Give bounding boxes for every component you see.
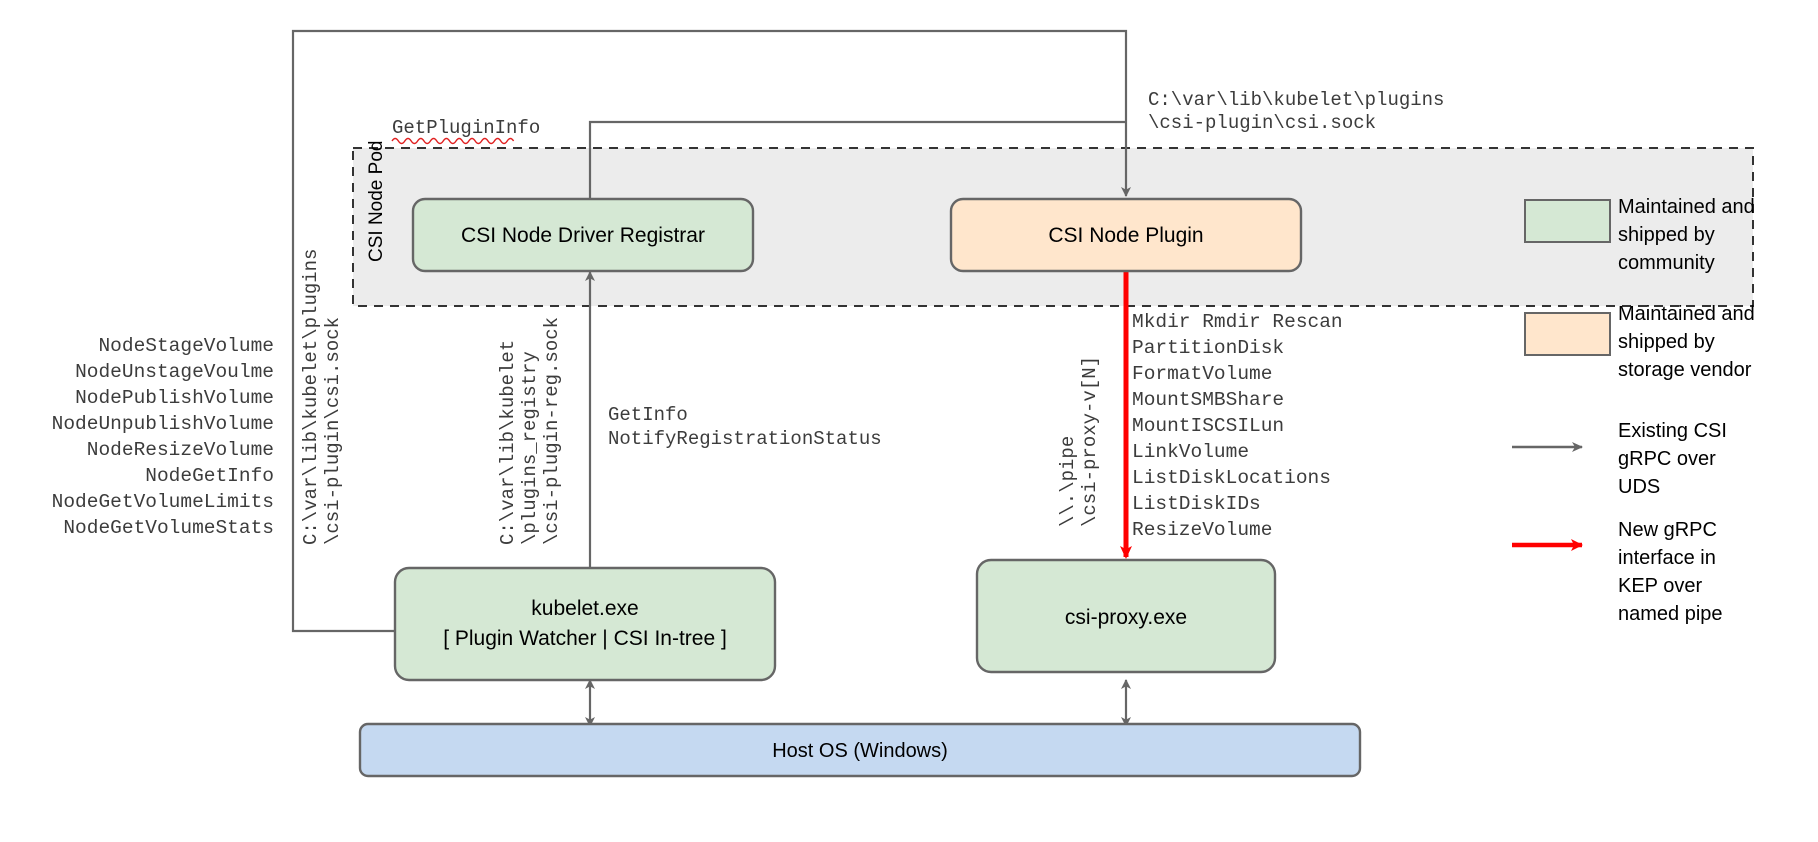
proxy-api-call: FormatVolume [1132, 363, 1272, 385]
proxy-api-call: LinkVolume [1132, 441, 1249, 463]
csi-node-plugin-label: CSI Node Plugin [1048, 224, 1203, 247]
legend-label: UDS [1618, 476, 1660, 498]
csi-node-pod-label: CSI Node Pod [366, 141, 387, 262]
legend-label: KEP over [1618, 575, 1702, 597]
label-plugin-socket-path-line2: \csi-plugin\csi.sock [1148, 112, 1376, 134]
box-csi-proxy-exe [975, 558, 1277, 674]
label-getinfo: GetInfo [608, 404, 688, 426]
label-csi-sock-path-line1: C:\var\lib\kubelet\plugins [300, 249, 322, 545]
label-reg-sock-path-line1: C:\var\lib\kubelet [497, 340, 519, 545]
label-reg-sock-path-line3: \csi-plugin-reg.sock [541, 317, 563, 545]
label-named-pipe-line2: \csi-proxy-v[N] [1079, 356, 1101, 527]
label-csi-sock-path-line2: \csi-plugin\csi.sock [322, 317, 344, 545]
node-api-call: NodePublishVolume [75, 387, 274, 409]
edge-getplugininfo-to-registrar [588, 120, 1126, 205]
spellcheck-squiggle-icon [391, 137, 515, 145]
legend-label: storage vendor [1618, 359, 1752, 381]
legend-swatch-community [1524, 199, 1611, 243]
kubelet-exe-sublabel: [ Plugin Watcher | CSI In-tree ] [443, 627, 727, 650]
csi-proxy-exe-label: csi-proxy.exe [1065, 606, 1187, 629]
legend-label: Maintained and [1618, 303, 1755, 325]
proxy-api-call: MountISCSILun [1132, 415, 1284, 437]
legend-label: named pipe [1618, 603, 1723, 625]
box-csi-node-driver-registrar [411, 197, 755, 273]
proxy-api-call: MountSMBShare [1132, 389, 1284, 411]
proxy-api-call: Mkdir Rmdir Rescan [1132, 311, 1343, 333]
legend-label: community [1618, 252, 1715, 274]
proxy-api-call: ResizeVolume [1132, 519, 1272, 541]
node-api-call: NodeGetVolumeStats [63, 517, 274, 539]
box-kubelet-exe [393, 566, 777, 682]
proxy-api-call: ListDiskLocations [1132, 467, 1331, 489]
box-csi-node-plugin [949, 197, 1303, 273]
legend-label: Maintained and [1618, 196, 1755, 218]
kubelet-exe-label: kubelet.exe [531, 597, 638, 620]
label-plugin-socket-path-line1: C:\var\lib\kubelet\plugins [1148, 89, 1444, 111]
node-api-call: NodeUnstageVoulme [75, 361, 274, 383]
node-api-call: NodeUnpublishVolume [52, 413, 274, 435]
legend-label: shipped by [1618, 224, 1715, 246]
box-host-os [358, 722, 1362, 778]
proxy-api-call-list: Mkdir Rmdir Rescan PartitionDisk FormatV… [1132, 311, 1343, 541]
edge-kubelet-to-node-plugin [291, 29, 1131, 633]
legend: Maintained and shipped by community Main… [1512, 196, 1755, 625]
node-api-call: NodeStageVolume [98, 335, 274, 357]
csi-node-driver-registrar-label: CSI Node Driver Registrar [461, 224, 705, 247]
proxy-api-call: ListDiskIDs [1132, 493, 1261, 515]
label-named-pipe-line1: \\.\pipe [1057, 436, 1079, 527]
proxy-api-call: PartitionDisk [1132, 337, 1284, 359]
label-notifyregistrationstatus: NotifyRegistrationStatus [608, 428, 882, 450]
legend-label: interface in [1618, 547, 1716, 569]
legend-label: gRPC over [1618, 448, 1716, 470]
node-api-call: NodeGetVolumeLimits [52, 491, 274, 513]
node-api-call: NodeGetInfo [145, 465, 274, 487]
legend-label: shipped by [1618, 331, 1715, 353]
node-api-call-list: NodeStageVolume NodeUnstageVoulme NodePu… [52, 335, 274, 539]
legend-swatch-storage-vendor [1524, 312, 1611, 356]
label-getplugininfo: GetPluginInfo [392, 117, 540, 139]
node-api-call: NodeResizeVolume [87, 439, 274, 461]
host-os-label: Host OS (Windows) [772, 740, 948, 762]
legend-label: New gRPC [1618, 519, 1717, 541]
label-reg-sock-path-line2: \plugins_registry [519, 351, 541, 545]
legend-label: Existing CSI [1618, 420, 1727, 442]
